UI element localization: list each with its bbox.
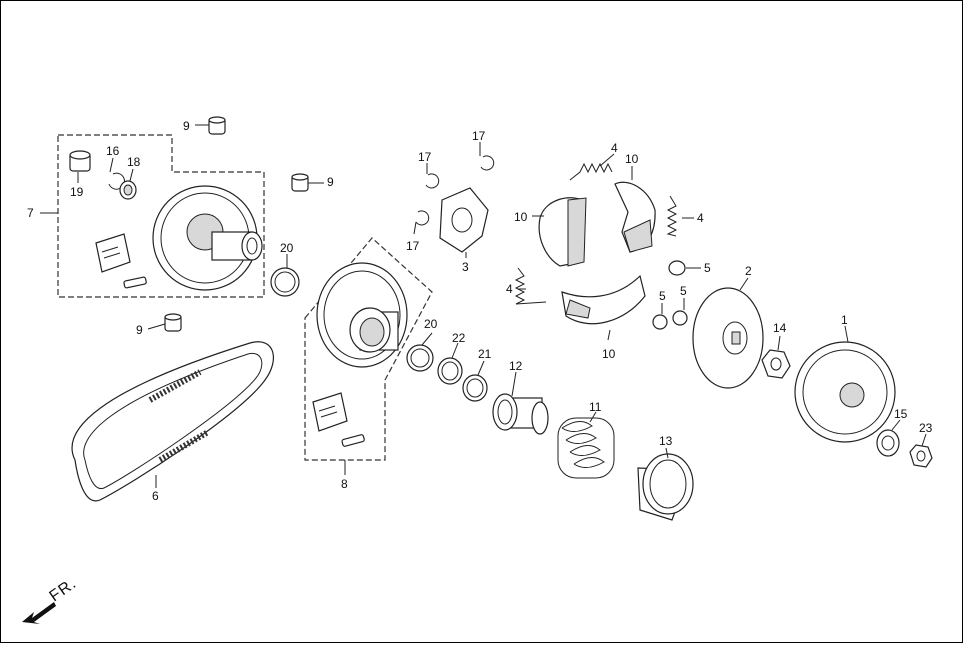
callout-20b: 20	[424, 317, 438, 331]
leader-lines	[40, 124, 927, 488]
callout-17c: 17	[406, 239, 420, 253]
callout-10a: 10	[514, 210, 528, 224]
callout-15: 15	[894, 407, 908, 421]
part-6-drive-belt	[71, 341, 274, 502]
grease-tube-icon	[123, 276, 147, 289]
part-1-clutch-outer	[794, 341, 896, 443]
part-18-bearing	[119, 180, 137, 200]
callout-5a: 5	[704, 261, 711, 275]
part-19-bushing	[69, 150, 91, 172]
part-13-spring-seat	[637, 453, 694, 521]
part-2-drive-plate	[692, 287, 764, 389]
callout-20a: 20	[280, 241, 294, 255]
callout-22: 22	[452, 331, 466, 345]
callout-1: 1	[841, 313, 848, 327]
callout-7: 7	[27, 206, 34, 220]
callout-12: 12	[509, 359, 523, 373]
callout-10c: 10	[602, 347, 616, 361]
callout-10b: 10	[625, 152, 639, 166]
callout-4b: 4	[697, 211, 704, 225]
part-11-torque-spring	[557, 417, 615, 479]
part-21-oil-seal	[462, 374, 488, 402]
callout-8: 8	[341, 477, 348, 491]
part-22-oil-seal	[437, 357, 463, 385]
part-5-damper-b	[652, 314, 668, 330]
callout-6: 6	[152, 489, 159, 503]
callout-21: 21	[478, 347, 492, 361]
part-17-circlip-b	[480, 155, 495, 171]
callout-18: 18	[127, 155, 141, 169]
callout-23: 23	[919, 421, 933, 435]
callout-4c: 4	[506, 282, 513, 296]
part-5-damper-c	[672, 310, 688, 326]
group-8-outline	[304, 237, 433, 461]
callout-19: 19	[70, 185, 84, 199]
part-5-damper-a	[668, 260, 686, 276]
callout-13: 13	[659, 434, 673, 448]
part-9-middle	[291, 173, 309, 192]
callout-9c: 9	[136, 323, 143, 337]
callout-9b: 9	[327, 175, 334, 189]
part-4-spring-left	[514, 267, 547, 305]
part-17-circlip-a	[425, 173, 440, 189]
grease-packet-icon	[95, 233, 131, 273]
callout-2: 2	[745, 264, 752, 278]
part-9-lower	[164, 313, 182, 332]
front-direction-arrow-icon	[22, 602, 56, 624]
part-15-washer	[876, 429, 900, 457]
front-direction-label: FR.	[47, 575, 80, 605]
grease-packet-icon-2	[312, 392, 348, 432]
part-12-seal-collar	[492, 393, 549, 435]
part-10-shoe-left	[538, 197, 587, 267]
callout-4a: 4	[611, 141, 618, 155]
callout-5b: 5	[659, 289, 666, 303]
callout-9a: 9	[183, 119, 190, 133]
driven-face-fixed	[152, 185, 263, 291]
part-14-nut	[761, 349, 791, 379]
part-4-spring-right	[666, 195, 678, 237]
callout-labels: 7 19 16 18 9 9 9 20 6 8 20 22 21 12 11 1…	[27, 119, 933, 503]
callout-3: 3	[462, 260, 469, 274]
callout-14: 14	[773, 321, 787, 335]
callout-5c: 5	[680, 284, 687, 298]
part-10-shoe-bottom	[561, 274, 646, 325]
part-4-spring-top	[569, 162, 613, 181]
part-20-needle-bearing-a	[270, 267, 300, 297]
callout-17a: 17	[418, 150, 432, 164]
part-10-shoe-right	[614, 181, 656, 253]
grease-tube-icon-2	[341, 434, 365, 447]
part-17-circlip-c	[415, 210, 430, 226]
part-20-needle-bearing-b	[406, 344, 434, 372]
part-3-plate	[439, 187, 489, 253]
driven-face-movable	[316, 262, 408, 368]
part-9-top	[208, 116, 226, 135]
callout-16: 16	[106, 144, 120, 158]
part-23-nut	[909, 444, 933, 468]
callout-11: 11	[589, 400, 602, 414]
group-7-outline	[57, 134, 265, 298]
callout-17b: 17	[472, 129, 486, 143]
